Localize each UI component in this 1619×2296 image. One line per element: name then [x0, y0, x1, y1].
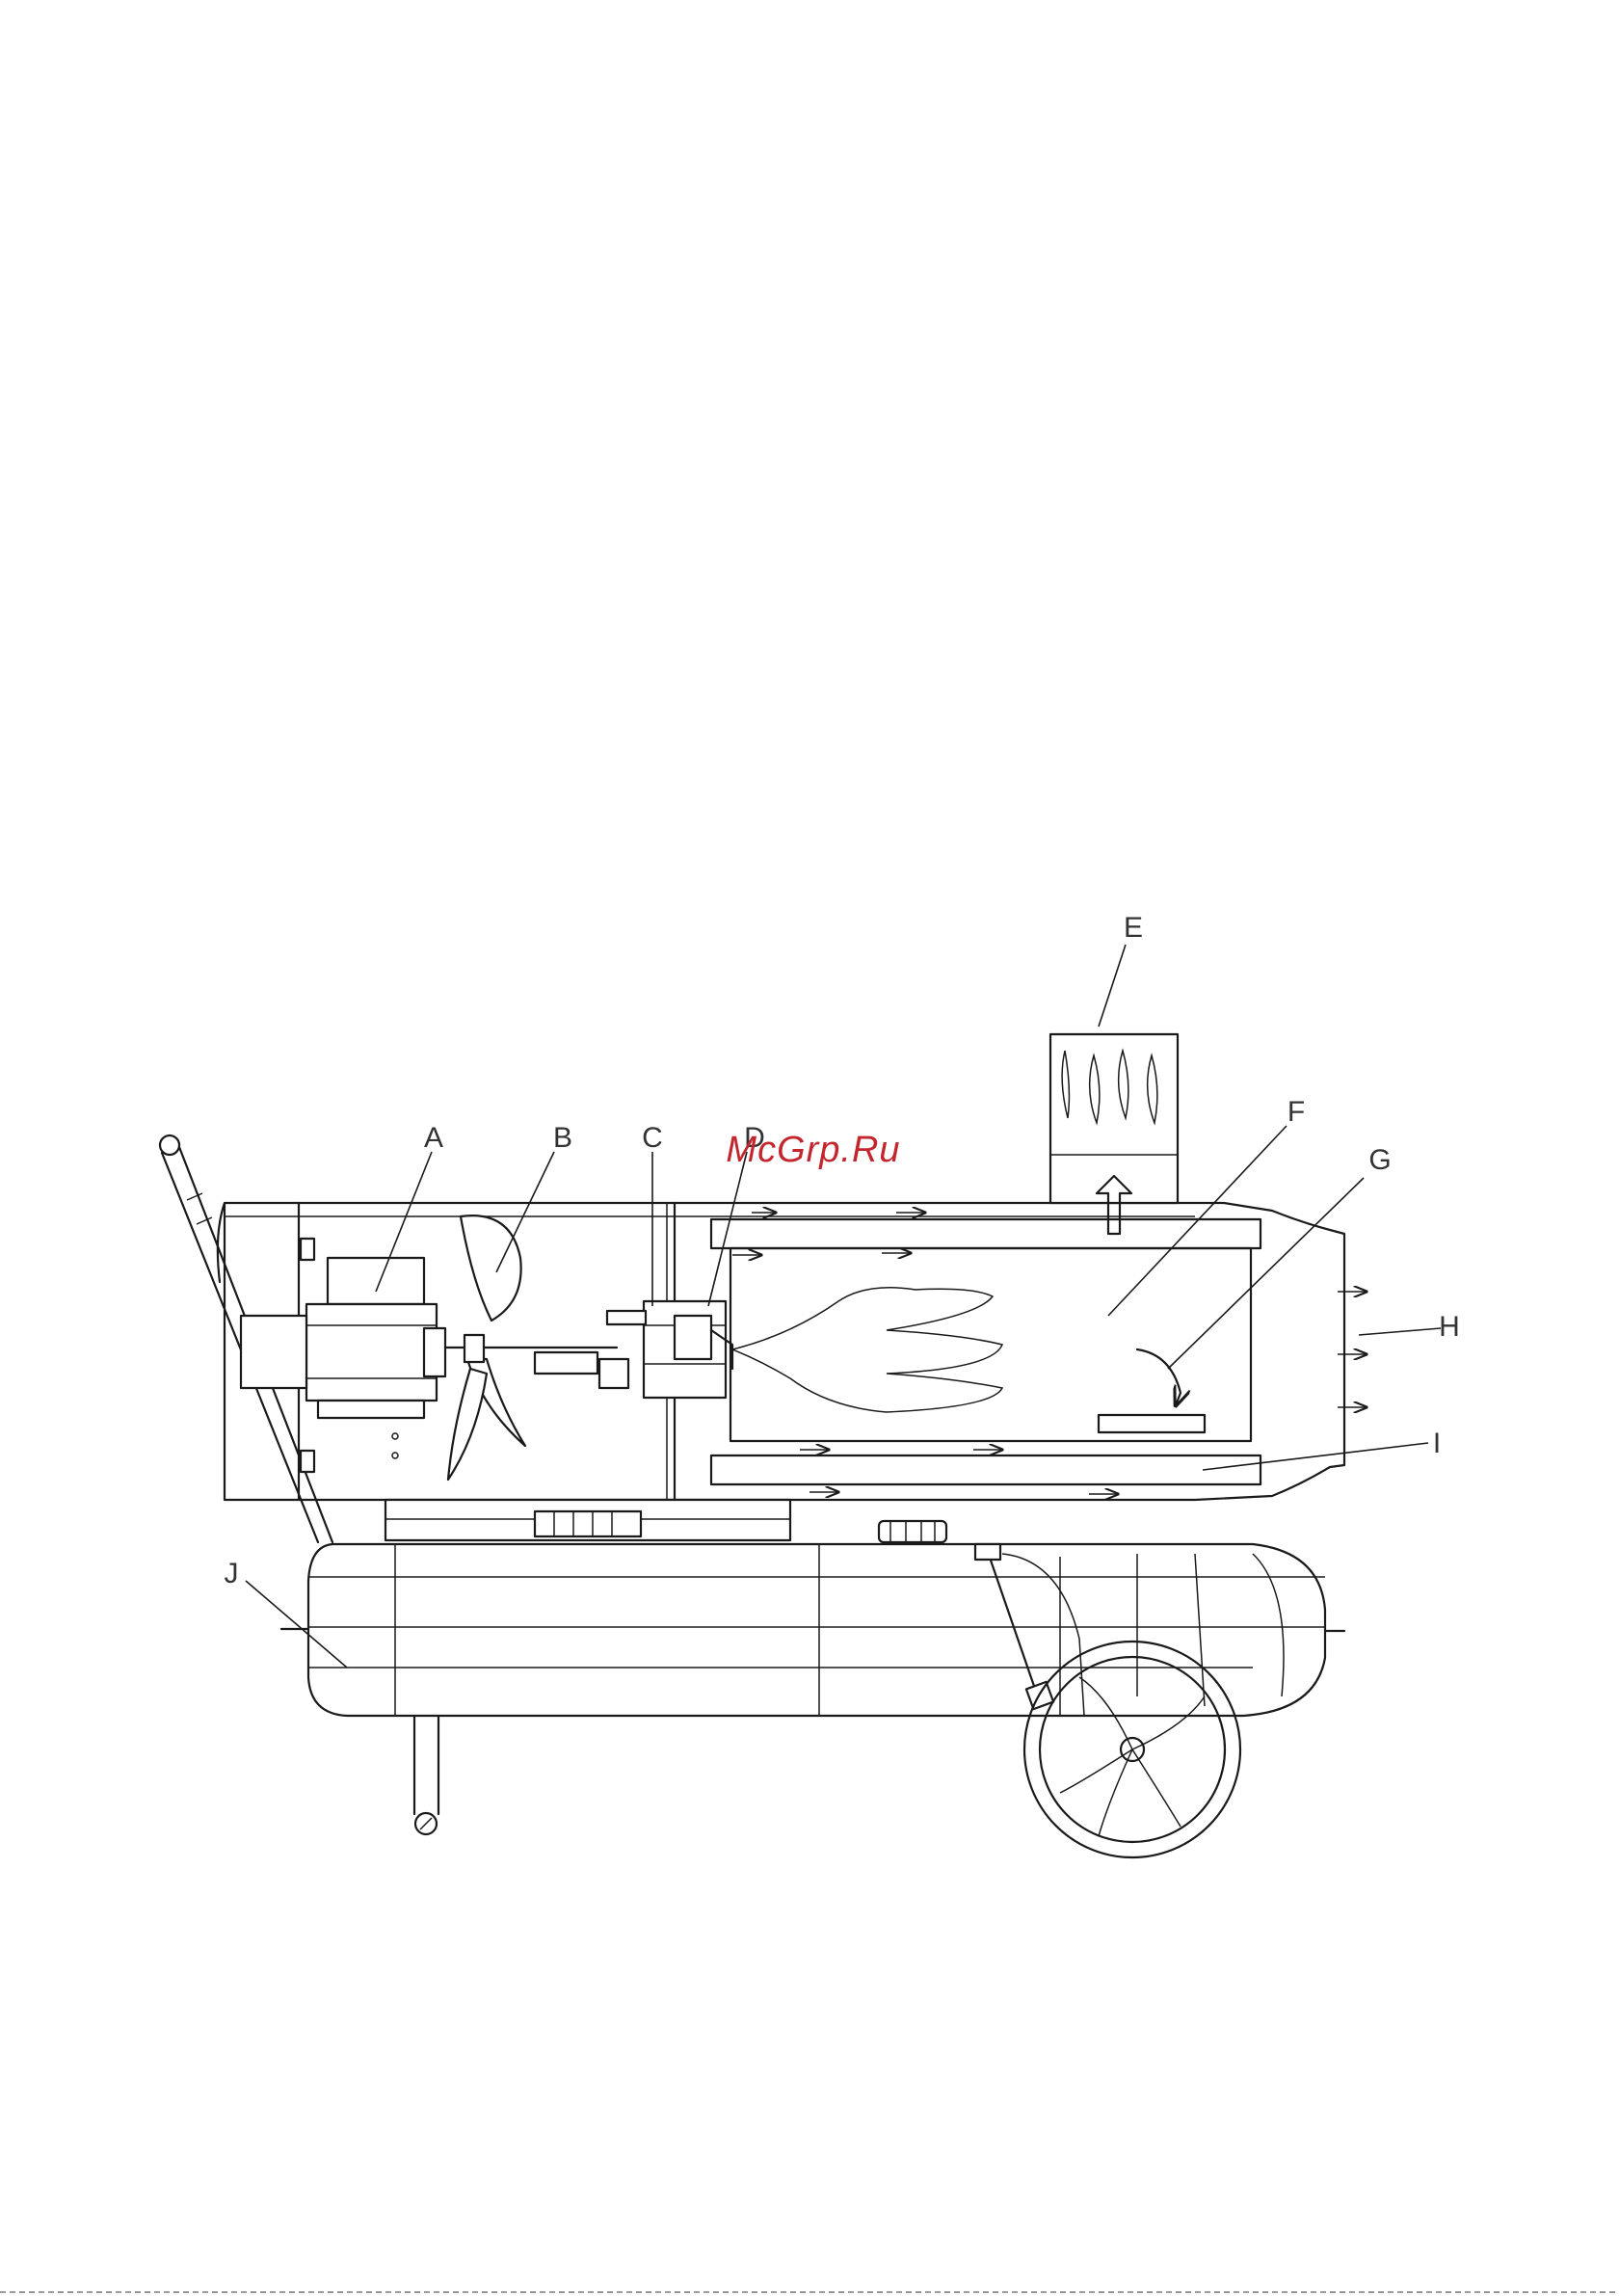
- fuel-tank: [281, 1521, 1344, 1834]
- label-f: F: [1287, 1096, 1305, 1128]
- chimney: [1050, 1034, 1178, 1234]
- label-a: A: [424, 1122, 443, 1154]
- label-e: E: [1124, 912, 1143, 944]
- label-i: I: [1433, 1428, 1441, 1459]
- fan: [445, 1215, 617, 1480]
- combustion-chamber: [711, 1219, 1261, 1484]
- watermark: McGrp.Ru: [726, 1130, 900, 1170]
- label-b: B: [553, 1122, 572, 1154]
- label-c: C: [642, 1122, 663, 1154]
- burner-assembly: [535, 1301, 732, 1398]
- airflow-arrows: [732, 1213, 1367, 1494]
- label-g: G: [1368, 1144, 1391, 1176]
- label-h: H: [1439, 1311, 1460, 1343]
- label-j: J: [225, 1558, 239, 1589]
- wheel: [1024, 1642, 1240, 1857]
- motor: [241, 1239, 445, 1472]
